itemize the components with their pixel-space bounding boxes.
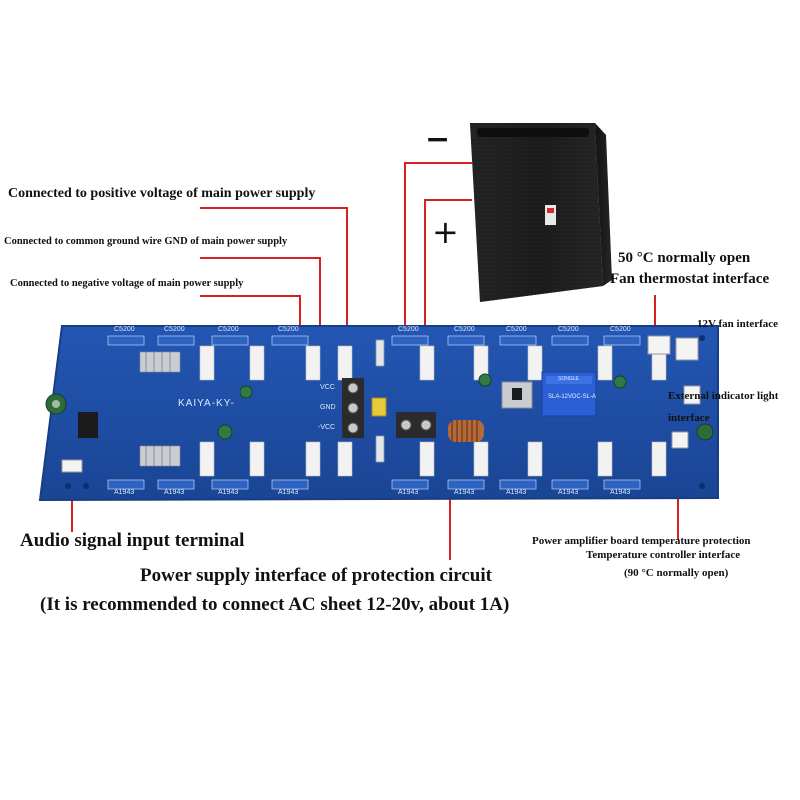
label-common-ground: Connected to common ground wire GND of m… (4, 236, 288, 247)
label-vcc: VCC (320, 384, 335, 391)
transistor-label-top: C5200 (218, 326, 239, 333)
transistor-label-top: C5200 (278, 326, 299, 333)
transistor-label-top: C5200 (164, 326, 185, 333)
transistor-row-top (107, 335, 641, 346)
label-indicator-2: interface (668, 412, 710, 424)
transistor-label-bottom: A1943 (164, 489, 185, 496)
transistor-label-top: C5200 (506, 326, 527, 333)
board-brand: KAIYA-KY- (178, 398, 235, 409)
label-fan-interface: 12V fan interface (697, 318, 779, 330)
label-temp-protection-3: (90 °C normally open) (624, 567, 729, 579)
resistors-bottom (199, 441, 667, 477)
label-indicator-1: External indicator light (668, 390, 779, 402)
transistor-label-top: C5200 (610, 326, 631, 333)
speaker-minus-sign: − (425, 122, 451, 157)
transistor-label-top: C5200 (398, 326, 419, 333)
output-inductor (448, 420, 484, 442)
transistor-label-top: C5200 (558, 326, 579, 333)
speaker-plus-sign: + (432, 213, 459, 251)
board-model: -KY- (211, 398, 235, 409)
speaker-side (595, 123, 612, 286)
transistor-label-bottom: A1943 (610, 489, 631, 496)
transistor-label-bottom: A1943 (218, 489, 239, 496)
transistor-label-top: C5200 (114, 326, 135, 333)
leader-positive (200, 207, 348, 382)
mounting-holes (65, 335, 705, 489)
transistor-label-bottom: A1943 (398, 489, 419, 496)
heatsink-fins (145, 352, 171, 466)
relay-brand: SONGLE (558, 376, 579, 382)
label-gnd: GND (320, 404, 336, 411)
label-protection-power-1: Power supply interface of protection cir… (140, 565, 492, 586)
label-negative-vcc: -VCC (318, 424, 336, 431)
label-positive-voltage: Connected to positive voltage of main po… (8, 186, 316, 201)
speaker-output-terminal (396, 412, 436, 438)
label-temp-protection-2: Temperature controller interface (586, 549, 741, 561)
power-terminal-block (342, 378, 364, 438)
amplifier-board (38, 325, 719, 502)
transistor-label-top: C5200 (454, 326, 475, 333)
board-brand-name: KAIYA (178, 398, 212, 409)
transistor-label-bottom: A1943 (558, 489, 579, 496)
fan-connectors (647, 335, 701, 449)
label-fan-thermostat-2: Fan thermostat interface (610, 271, 770, 287)
label-negative-voltage: Connected to negative voltage of main po… (10, 278, 244, 289)
audio-input-connector (61, 459, 83, 473)
relay-model: SLA-12VDC-SL-A (548, 394, 597, 400)
label-fan-thermostat-1: 50 °C normally open (618, 250, 751, 266)
label-protection-power-2: (It is recommended to connect AC sheet 1… (40, 594, 510, 615)
transistor-row-bottom (107, 479, 641, 490)
speaker-logo (545, 205, 556, 225)
label-temp-protection-1: Power amplifier board temperature protec… (532, 535, 751, 547)
op-amp-chip (78, 412, 98, 438)
transistor-label-bottom: A1943 (278, 489, 299, 496)
leader-speaker-minus (404, 162, 472, 395)
speaker (470, 123, 612, 302)
film-capacitor (371, 397, 387, 417)
label-audio-input: Audio signal input terminal (20, 530, 245, 551)
transistor-label-bottom: A1943 (454, 489, 475, 496)
fuses (375, 339, 385, 463)
capacitors (45, 373, 714, 441)
resistors-top (199, 345, 667, 381)
transistor-label-bottom: A1943 (114, 489, 135, 496)
transistor-label-bottom: A1943 (506, 489, 527, 496)
relay (541, 371, 597, 417)
